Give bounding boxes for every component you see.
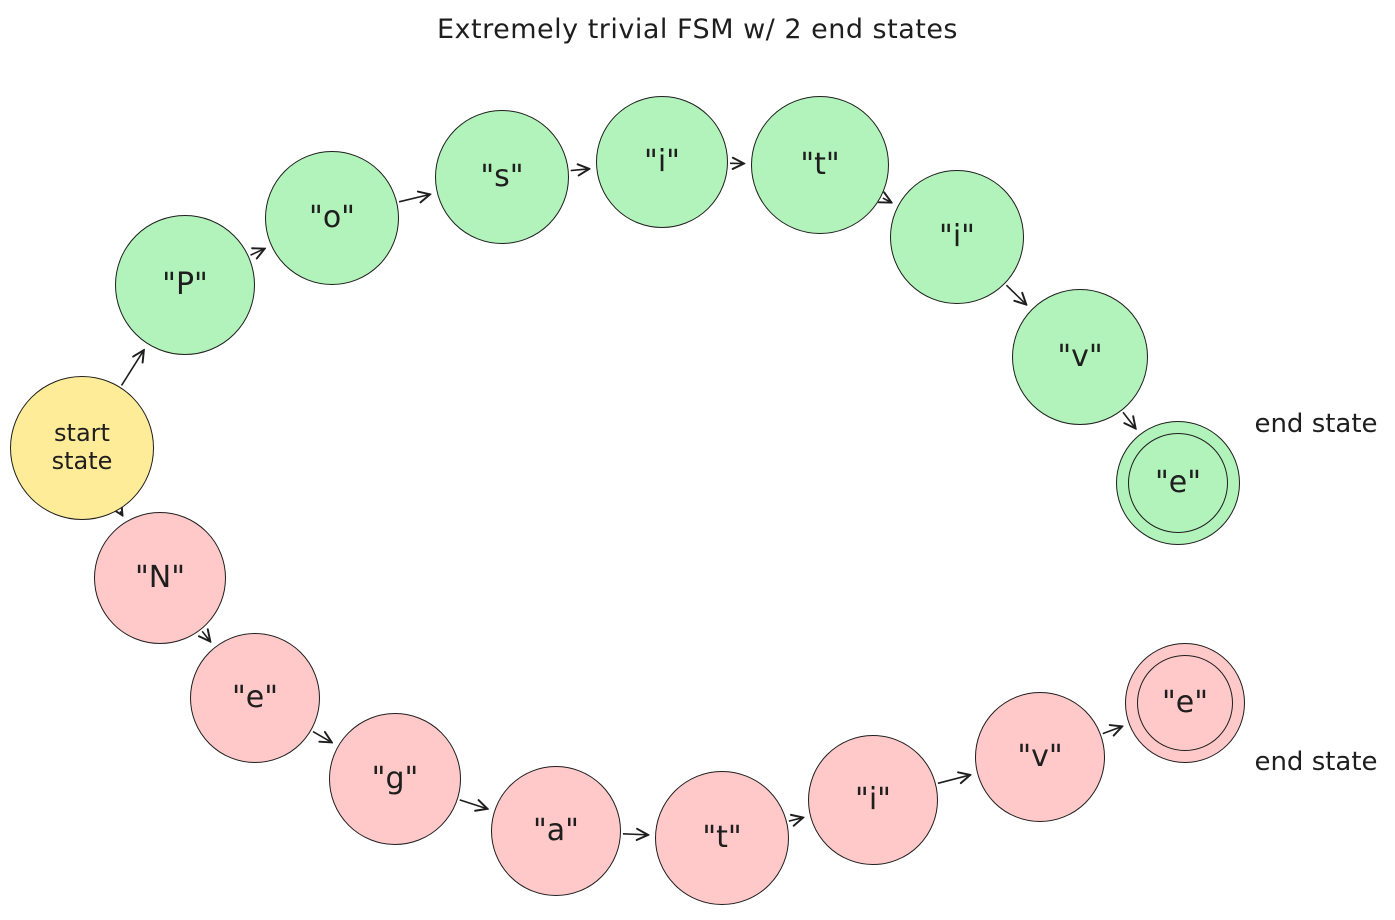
state-node-s: "s" [435,110,569,244]
state-node-e1: "e" [190,633,320,763]
state-node-g: "g" [329,713,461,845]
state-node-v1: "v" [1012,289,1148,425]
state-node-t2: "t" [655,771,789,905]
state-node-e_pos: "e" [1116,421,1240,545]
state-node-a: "a" [491,766,621,896]
state-node-i1: "i" [596,96,728,228]
end-state-label: end state [1254,747,1378,777]
end-state-label: end state [1254,409,1378,439]
diagram-title: Extremely trivial FSM w/ 2 end states [436,14,959,45]
state-node-t1: "t" [751,96,889,234]
state-node-v2: "v" [975,692,1105,822]
state-node-i3: "i" [808,735,938,865]
state-node-start: start state [10,376,154,520]
state-node-n: "N" [94,512,226,644]
state-node-e_neg: "e" [1125,643,1245,763]
state-node-o: "o" [265,151,399,285]
state-node-p: "P" [115,215,255,355]
state-node-i2: "i" [890,170,1024,304]
